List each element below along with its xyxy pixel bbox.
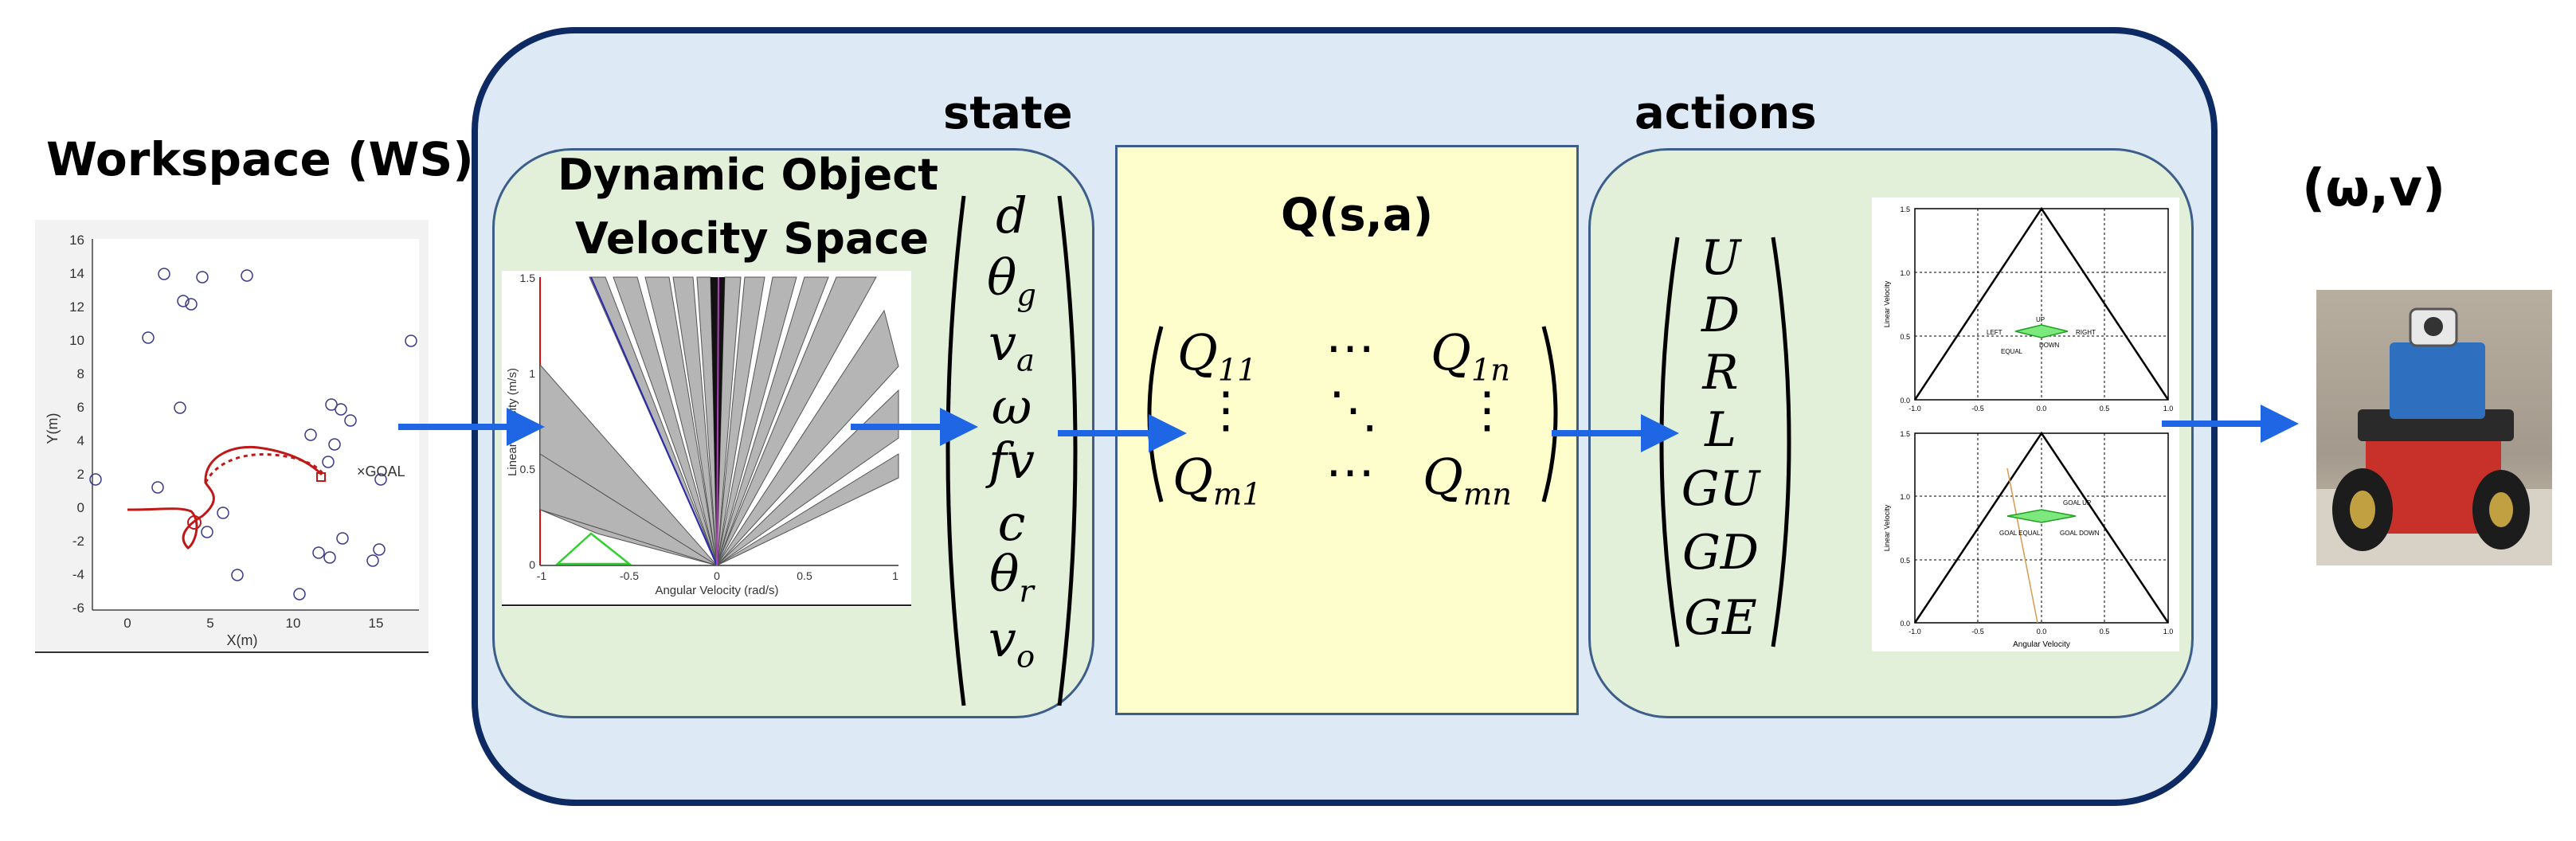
action-U: U xyxy=(1700,230,1741,286)
q-ddots: ⋱ xyxy=(1329,381,1378,439)
state-var-theta-r: θr xyxy=(989,545,1034,610)
ap-xtick: -1.0 xyxy=(1909,628,1921,636)
action-D: D xyxy=(1701,288,1740,343)
ws-xtick: 5 xyxy=(206,616,213,631)
state-var-theta-g: θg xyxy=(987,248,1036,314)
ap-ytick: 0.5 xyxy=(1900,557,1910,565)
ws-goal-label: ×GOAL xyxy=(357,464,405,479)
workspace-title: Workspace (WS) xyxy=(46,132,474,186)
ap-xtick: 0.5 xyxy=(2100,405,2110,413)
label-equal: EQUAL xyxy=(2001,348,2023,355)
ap-xtick: -0.5 xyxy=(1971,405,1984,413)
label-down: DOWN xyxy=(2039,342,2060,349)
q-vdots-left: ⋮ xyxy=(1201,381,1251,439)
action-GU: GU xyxy=(1681,461,1760,517)
ws-ytick: -4 xyxy=(72,567,84,582)
actions-title: actions xyxy=(1634,88,1817,139)
output-title: (ω,v) xyxy=(2302,159,2446,218)
ap-ytick: 0.0 xyxy=(1900,620,1910,628)
ap-xtick: -0.5 xyxy=(1971,628,1984,636)
action-L: L xyxy=(1705,402,1736,458)
ws-ytick: 6 xyxy=(77,400,84,415)
state-var-d: d xyxy=(996,186,1028,244)
dovs-xtick: 0 xyxy=(714,569,720,582)
ws-ytick: 12 xyxy=(69,299,84,315)
label-right: RIGHT xyxy=(2076,329,2096,336)
state-var-omega: ω xyxy=(991,377,1032,436)
label-left: LEFT xyxy=(1987,329,2002,336)
ws-ytick: 2 xyxy=(77,467,84,482)
dovs-ytick: 1 xyxy=(529,367,535,380)
dovs-xlabel: Angular Velocity (rad/s) xyxy=(655,584,778,597)
ap-ytick: 0.0 xyxy=(1900,397,1910,405)
q-vdots-right: ⋮ xyxy=(1462,381,1512,439)
action-plots: LEFT RIGHT UP DOWN EQUAL 1.5 1.0 0.5 0.0… xyxy=(1872,198,2179,651)
ap-ytick: 1.5 xyxy=(1900,205,1910,213)
ap-ylabel-top: Linear Velocity xyxy=(1883,280,1891,327)
action-plot-top: LEFT RIGHT UP DOWN EQUAL 1.5 1.0 0.5 0.0… xyxy=(1883,205,2173,413)
ws-ytick: 8 xyxy=(77,366,84,381)
action-GD: GD xyxy=(1681,525,1760,581)
ws-ylabel: Y(m) xyxy=(45,413,61,444)
state-var-fv: fv xyxy=(989,432,1035,490)
ws-ytick: -6 xyxy=(72,600,84,616)
dovs-xtick: 0.5 xyxy=(797,569,812,582)
ws-ytick: 10 xyxy=(69,333,84,348)
ap-ytick: 0.5 xyxy=(1900,333,1910,341)
ws-xlabel: X(m) xyxy=(227,632,258,648)
label-goal-down: GOAL DOWN xyxy=(2060,530,2100,537)
ap-ytick: 1.0 xyxy=(1900,269,1910,277)
ws-ytick: 4 xyxy=(77,433,84,448)
workspace-plot: 16 14 12 10 8 6 4 2 0 -2 -4 -6 0 5 10 15… xyxy=(35,220,429,653)
q-table-panel xyxy=(1115,145,1579,715)
ws-ytick: 16 xyxy=(69,233,84,248)
ap-ylabel-bottom: Linear Velocity xyxy=(1883,504,1891,551)
ap-xlabel: Angular Velocity xyxy=(2013,640,2070,649)
ws-ytick: 14 xyxy=(69,266,84,281)
ws-xtick: 15 xyxy=(369,616,384,631)
ap-ytick: 1.0 xyxy=(1900,493,1910,501)
qsa-title: Q(s,a) xyxy=(1281,190,1434,241)
label-goal-up: GOAL UP xyxy=(2063,499,2091,507)
action-GE: GE xyxy=(1684,590,1757,646)
dovs-title-line1: Dynamic Object xyxy=(558,150,939,200)
q-11: Q11 xyxy=(1177,323,1257,389)
ap-ytick: 1.5 xyxy=(1900,430,1910,438)
dovs-title-line2: Velocity Space xyxy=(575,213,930,264)
q-hdots-top: ⋯ xyxy=(1325,319,1375,377)
action-R: R xyxy=(1702,345,1739,401)
q-mn: Qmn xyxy=(1423,448,1513,513)
q-hdots-bottom: ⋯ xyxy=(1325,443,1375,501)
robot-photo xyxy=(2316,290,2552,565)
ap-xtick: 1.0 xyxy=(2163,628,2174,636)
state-var-v-o: vo xyxy=(988,610,1035,675)
ap-xtick: 0.0 xyxy=(2037,405,2047,413)
ap-xtick: 0.5 xyxy=(2100,628,2110,636)
dovs-xtick: 1 xyxy=(892,569,898,582)
ap-xtick: -1.0 xyxy=(1909,405,1921,413)
state-vector-brackets xyxy=(945,195,1078,706)
dovs-xtick: -0.5 xyxy=(620,569,639,582)
label-goal-equal: GOAL EQUAL xyxy=(1999,530,2041,537)
label-up: UP xyxy=(2036,316,2045,323)
ws-ytick: 0 xyxy=(77,500,84,515)
dovs-ytick: 0.5 xyxy=(520,463,536,475)
state-var-c: c xyxy=(997,494,1026,552)
ws-ytick: -2 xyxy=(72,534,84,549)
state-title: state xyxy=(943,88,1073,139)
ws-obstacles xyxy=(89,268,417,600)
q-1n: Q1n xyxy=(1431,323,1511,389)
dovs-ytick: 0 xyxy=(529,558,535,571)
ap-xtick: 1.0 xyxy=(2163,405,2174,413)
q-m1: Qm1 xyxy=(1173,448,1262,513)
ws-xtick: 0 xyxy=(123,616,131,631)
dovs-xtick: -1 xyxy=(537,569,547,582)
ws-xtick: 10 xyxy=(286,616,301,631)
action-plot-bottom: GOAL UP GOAL DOWN GOAL EQUAL 1.5 1.0 0.5… xyxy=(1883,430,2173,649)
dovs-ytick: 1.5 xyxy=(520,272,536,284)
dovs-plot: 1.5 1 0.5 0 -1 -0.5 0 0.5 1 Angular Velo… xyxy=(502,271,911,607)
state-var-v-a: va xyxy=(989,314,1035,379)
ap-xtick: 0.0 xyxy=(2037,628,2047,636)
